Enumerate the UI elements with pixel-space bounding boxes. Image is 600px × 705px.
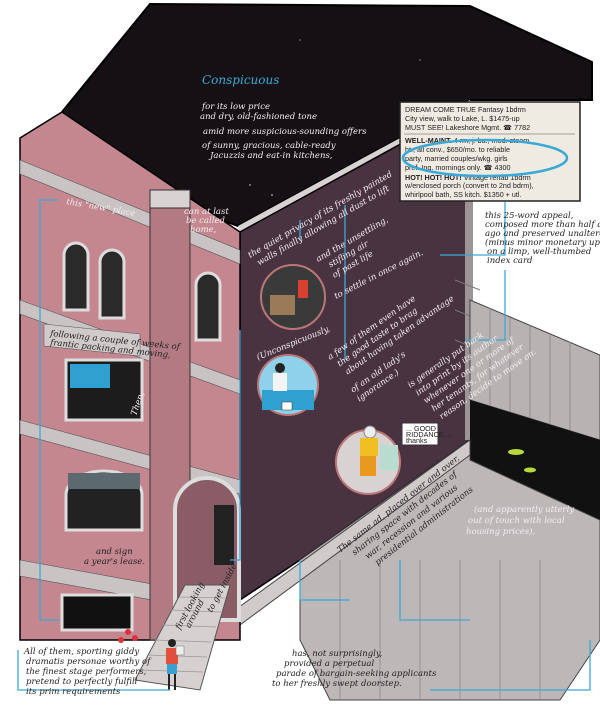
svg-text:party, married couples/wkg. gi: party, married couples/wkg. girls: [405, 154, 508, 163]
svg-text:City view, walk to Lake, L. $1: City view, walk to Lake, L. $1475-up: [405, 114, 520, 123]
svg-text:(minus minor monetary updates): (minus minor monetary updates): [485, 237, 600, 248]
svg-text:parade of bargain-seeking appl: parade of bargain-seeking applicants: [276, 669, 437, 679]
svg-text:ago and preserved unaltered: ago and preserved unaltered: [485, 229, 600, 239]
back-fence: [469, 299, 600, 441]
svg-text:on a limp, well-thumbed: on a limp, well-thumbed: [487, 247, 592, 257]
svg-text:its prim requirements: its prim requirements: [26, 687, 121, 697]
svg-text:to her freshly swept doorstep.: to her freshly swept doorstep.: [272, 679, 402, 689]
svg-text:... GOOD: ... GOOD: [406, 424, 436, 433]
svg-text:MUST SEE! Lakeshore Mgmt. ☎ 77: MUST SEE! Lakeshore Mgmt. ☎ 7782: [405, 123, 530, 132]
roof-text: for its low price and dry, old-fashioned…: [200, 102, 367, 161]
classified-ad: DREAM COME TRUE Fantasy 1bdrm City view,…: [399, 101, 581, 202]
grass-tufts: [508, 449, 536, 473]
svg-text:RIDDANCE ...: RIDDANCE ...: [406, 430, 452, 439]
svg-text:pref. Inq. mornings only. ☎ 43: pref. Inq. mornings only. ☎ 4300: [405, 163, 511, 172]
title: Conspicuous: [202, 73, 279, 87]
svg-text:a year's lease.: a year's lease.: [84, 557, 145, 567]
svg-text:of sunny, gracious, cable-read: of sunny, gracious, cable-ready: [202, 141, 336, 151]
woman-figure: [166, 639, 185, 690]
svg-text:dramatis personae worthy of: dramatis personae worthy of: [26, 657, 152, 667]
caption-bottom-right: has, not surprisingly, provided a perpet…: [272, 649, 437, 689]
index-card-note: this 25-word appeal, composed more than …: [485, 211, 600, 266]
porch-post: [465, 200, 473, 440]
svg-text:home,: home,: [190, 225, 217, 235]
svg-text:Jacuzzis and eat-in kitchens,: Jacuzzis and eat-in kitchens,: [208, 151, 333, 161]
stars: [249, 39, 421, 196]
svg-text:and dry, old-fashioned tone: and dry, old-fashioned tone: [200, 112, 317, 122]
svg-text:can at last: can at last: [184, 207, 229, 217]
goodbye-note: ... GOOD RIDDANCE ... thanks: [401, 422, 452, 446]
svg-text:index card: index card: [487, 256, 533, 266]
vignette-moving: [260, 264, 326, 330]
vignette-old-lady: [335, 425, 401, 495]
svg-text:be called: be called: [186, 216, 225, 226]
svg-text:(and apparently utterly: (and apparently utterly: [474, 504, 574, 515]
svg-text:composed more than half a cent: composed more than half a century: [485, 220, 600, 230]
svg-text:provided a perpetual: provided a perpetual: [284, 659, 374, 669]
caption-bottom-left: All of them, sporting giddy dramatis per…: [23, 647, 152, 697]
highlight-circle: [401, 138, 569, 178]
vignette-man-at-window: [257, 354, 319, 416]
svg-text:and sign: and sign: [96, 547, 133, 557]
svg-text:All of them, sporting giddy: All of them, sporting giddy: [23, 647, 139, 657]
window-arched: [194, 271, 222, 342]
svg-text:thanks: thanks: [406, 436, 428, 445]
flowers: [118, 629, 138, 643]
window-basement: [60, 593, 134, 632]
svg-text:HOT! HOT! HOT! Vintage rehab 1: HOT! HOT! HOT! Vintage rehab 1bdrm: [405, 173, 531, 182]
svg-text:pretend to perfectly fulfill: pretend to perfectly fulfill: [26, 677, 138, 687]
ad3-line3: whirlpool bath, SS kitch. $1350 + utl.: [404, 190, 521, 199]
svg-text:amid more suspicious-sounding: amid more suspicious-sounding offers: [203, 127, 367, 137]
note-card-small: [281, 401, 293, 411]
svg-text:out of touch with local: out of touch with local: [468, 516, 565, 526]
svg-text:has, not surprisingly,: has, not surprisingly,: [292, 649, 383, 659]
svg-text:ht., all conv., $650/mo. to re: ht., all conv., $650/mo. to reliable: [405, 145, 510, 154]
leader-lines: [17, 199, 591, 691]
svg-text:this 25-word appeal,: this 25-word appeal,: [485, 211, 574, 221]
svg-text:for its low price: for its low price: [201, 102, 270, 112]
svg-text:housing prices),: housing prices),: [466, 526, 535, 537]
windows: [60, 241, 222, 632]
svg-text:w/enclosed porch (convert to 2: w/enclosed porch (convert to 2nd bdrm),: [404, 181, 534, 190]
svg-text:the finest stage performers,: the finest stage performers,: [26, 667, 147, 677]
window-arched: [98, 248, 126, 320]
window-arched: [62, 241, 90, 312]
svg-text:DREAM COME TRUE Fantasy 1bdrm: DREAM COME TRUE Fantasy 1bdrm: [405, 105, 526, 114]
